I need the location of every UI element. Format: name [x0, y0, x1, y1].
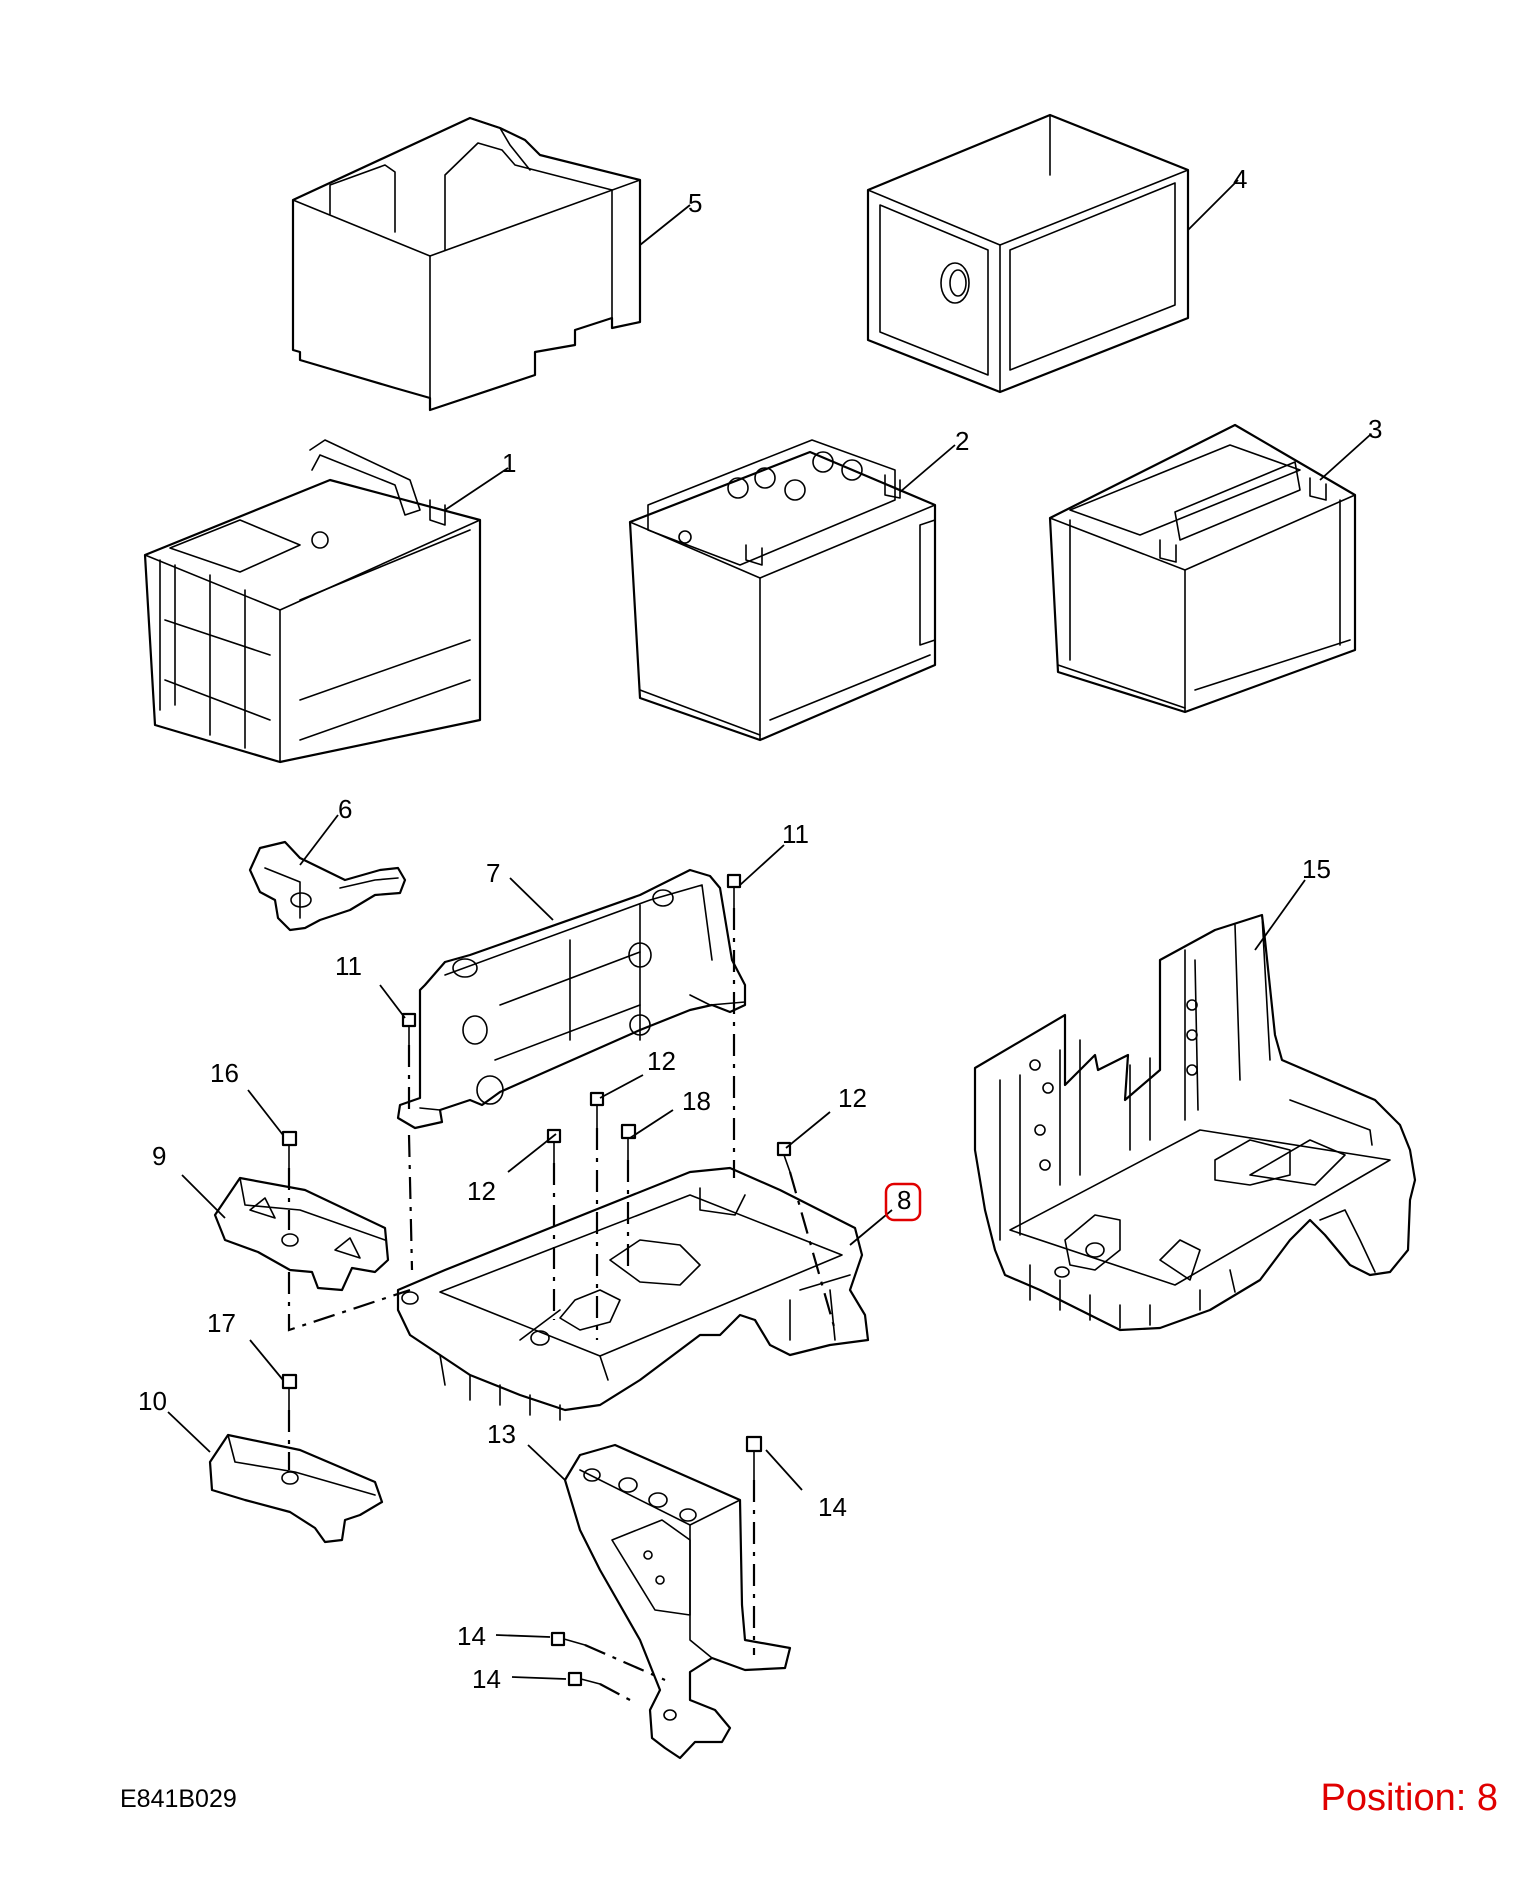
callout-3: 3: [1368, 414, 1382, 444]
callout-1: 1: [502, 448, 516, 478]
callout-8[interactable]: 8: [897, 1185, 911, 1215]
part-8-battery-tray[interactable]: [396, 1166, 870, 1421]
bolt-11-left[interactable]: [401, 1012, 417, 1046]
callout-11-upper: 11: [782, 819, 809, 849]
part-15-tray-assembly[interactable]: [973, 913, 1417, 1332]
callout-13: 13: [487, 1419, 516, 1449]
part-1-battery[interactable]: [143, 439, 482, 764]
callout-14-lower-left: 14: [472, 1664, 501, 1694]
callout-12-b: 12: [647, 1046, 676, 1076]
part-3-battery[interactable]: [1048, 423, 1357, 714]
callout-6: 6: [338, 794, 352, 824]
part-6-terminal-clamp[interactable]: [248, 840, 407, 932]
callout-4: 4: [1233, 164, 1247, 194]
callout-12-a: 12: [467, 1176, 496, 1206]
callout-labels: 1 2 3 4 5 6 7 8 9 10 11 11 12 12 12 13 1…: [138, 164, 1382, 1694]
callout-9: 9: [152, 1141, 166, 1171]
bolt-17[interactable]: [281, 1373, 298, 1411]
part-2-battery[interactable]: [628, 439, 937, 742]
callout-16: 16: [210, 1058, 239, 1088]
bolt-18[interactable]: [620, 1123, 637, 1161]
callout-17: 17: [207, 1308, 236, 1338]
bolt-14-right[interactable]: [745, 1435, 763, 1481]
position-label: Position: 8: [1320, 1777, 1498, 1819]
bolt-11-upper[interactable]: [726, 873, 742, 909]
part-4-battery-box[interactable]: [866, 113, 1190, 394]
callout-14-upper-left: 14: [457, 1621, 486, 1651]
callout-11-left: 11: [335, 951, 362, 981]
callout-7: 7: [486, 858, 500, 888]
highlight-box: [884, 1182, 922, 1222]
callout-2: 2: [955, 426, 969, 456]
part-9-clamp-plate[interactable]: [213, 1176, 390, 1292]
bolt-12-c[interactable]: [776, 1141, 792, 1173]
callout-15: 15: [1302, 854, 1331, 884]
callout-14-right: 14: [818, 1492, 847, 1522]
bolt-16[interactable]: [281, 1130, 298, 1169]
assembly-lines: [287, 908, 837, 1701]
callout-10: 10: [138, 1386, 167, 1416]
bolt-14-lower-left[interactable]: [567, 1671, 601, 1687]
part-13-support-bracket[interactable]: [563, 1443, 792, 1760]
bolt-14-upper-left[interactable]: [550, 1631, 586, 1647]
drawing-code: E841B029: [120, 1785, 237, 1813]
callout-5: 5: [688, 188, 702, 218]
leader-lines: [167, 179, 1371, 1680]
callout-18: 18: [682, 1086, 711, 1116]
part-10-hold-down[interactable]: [208, 1433, 384, 1544]
bolt-12-b[interactable]: [589, 1091, 605, 1129]
callout-12-c: 12: [838, 1083, 867, 1113]
part-7-side-bracket[interactable]: [396, 868, 747, 1130]
part-5-insulation-sleeve[interactable]: [291, 116, 642, 412]
